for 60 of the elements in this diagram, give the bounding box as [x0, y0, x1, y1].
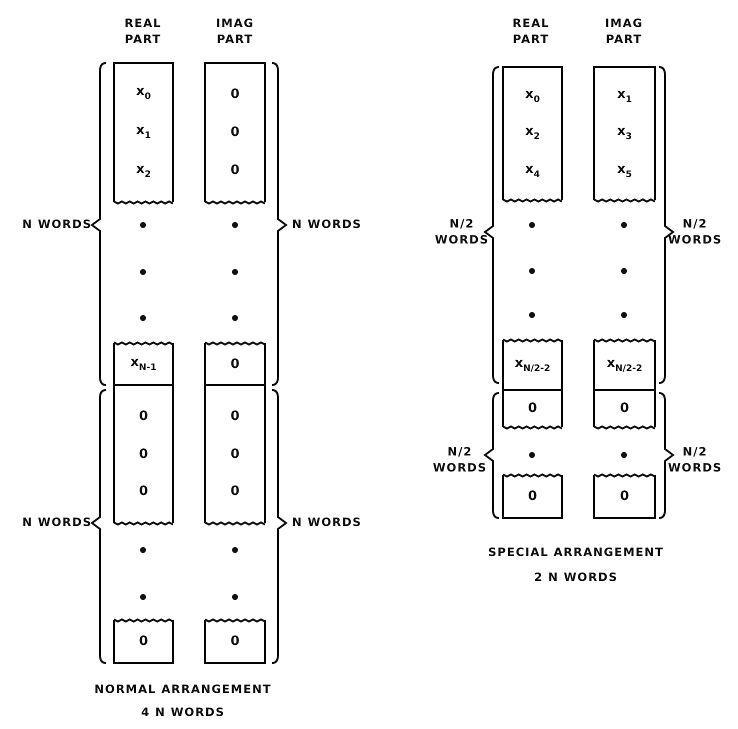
- cell-value: 0: [528, 490, 538, 503]
- memory-block: [205, 620, 265, 663]
- annotation-text: 2 N WORDS: [534, 570, 618, 586]
- cell-value: x$_{1}$: [617, 88, 632, 104]
- annotation-text: 4 N WORDS: [141, 705, 225, 721]
- cell-value: 0: [230, 448, 240, 460]
- cell-value: 0: [138, 410, 148, 423]
- memory-block: [114, 63, 173, 202]
- cell-value: 0: [620, 490, 630, 503]
- annotation-text: N WORDS: [22, 217, 92, 233]
- annotation-text: REAL PART: [512, 16, 550, 48]
- cell-value: x$_{0}$: [525, 88, 540, 104]
- cell-value: 0: [230, 410, 240, 423]
- cell-value: x$_{N-1}$: [130, 356, 156, 372]
- memory-block: [114, 343, 173, 385]
- cell-value: 0: [138, 448, 148, 460]
- annotation-text: N WORDS: [22, 515, 92, 531]
- cell-value: 0: [138, 485, 148, 498]
- annotation-text: IMAG PART: [216, 16, 254, 48]
- memory-block: [205, 63, 265, 202]
- memory-block: [503, 67, 562, 200]
- memory-block: [594, 340, 655, 390]
- cell-value: x$_{2}$: [525, 125, 540, 142]
- annotation-text: N/2 WORDS: [668, 444, 722, 476]
- cell-value: 0: [230, 88, 240, 101]
- memory-block: [594, 67, 655, 200]
- annotation-text: N/2 WORDS: [432, 444, 487, 476]
- annotation-text: N WORDS: [292, 515, 362, 531]
- cell-value: x$_{2}$: [136, 163, 151, 180]
- cell-value: x$_{0}$: [136, 85, 151, 102]
- cell-value: 0: [230, 164, 240, 177]
- cell-value: 0: [230, 635, 240, 648]
- memory-block: [503, 390, 562, 427]
- annotation-text: IMAG PART: [604, 16, 644, 48]
- memory-block: [503, 340, 562, 390]
- cell-value: 0: [230, 126, 240, 139]
- cell-value: x$_{5}$: [617, 162, 632, 180]
- memory-block: [114, 620, 173, 663]
- annotation-text: SPECIAL ARRANGEMENT: [488, 545, 664, 561]
- cell-value: 0: [528, 402, 538, 415]
- cell-value: x$_{1}$: [136, 124, 151, 141]
- memory-block: [205, 343, 265, 385]
- memory-block: [594, 390, 655, 427]
- memory-block: [594, 475, 655, 518]
- memory-block: [205, 385, 265, 523]
- cell-value: 0: [230, 485, 240, 498]
- memory-block: [114, 385, 173, 523]
- annotation-text: REAL PART: [124, 16, 162, 48]
- cell-value: x$_{4}$: [525, 162, 540, 180]
- cell-value: 0: [230, 358, 240, 370]
- cell-value: 0: [620, 402, 630, 415]
- annotation-text: NORMAL ARRANGEMENT: [94, 682, 272, 698]
- annotation-text: N/2 WORDS: [434, 216, 489, 248]
- cell-value: x$_{N/2-2}$: [606, 356, 642, 374]
- cell-value: x$_{N/2-2}$: [514, 356, 550, 374]
- annotation-text: N WORDS: [292, 217, 362, 233]
- memory-block: [503, 475, 562, 518]
- cell-value: 0: [138, 635, 148, 648]
- annotation-text: N/2 WORDS: [668, 216, 722, 248]
- cell-value: x$_{3}$: [617, 125, 632, 142]
